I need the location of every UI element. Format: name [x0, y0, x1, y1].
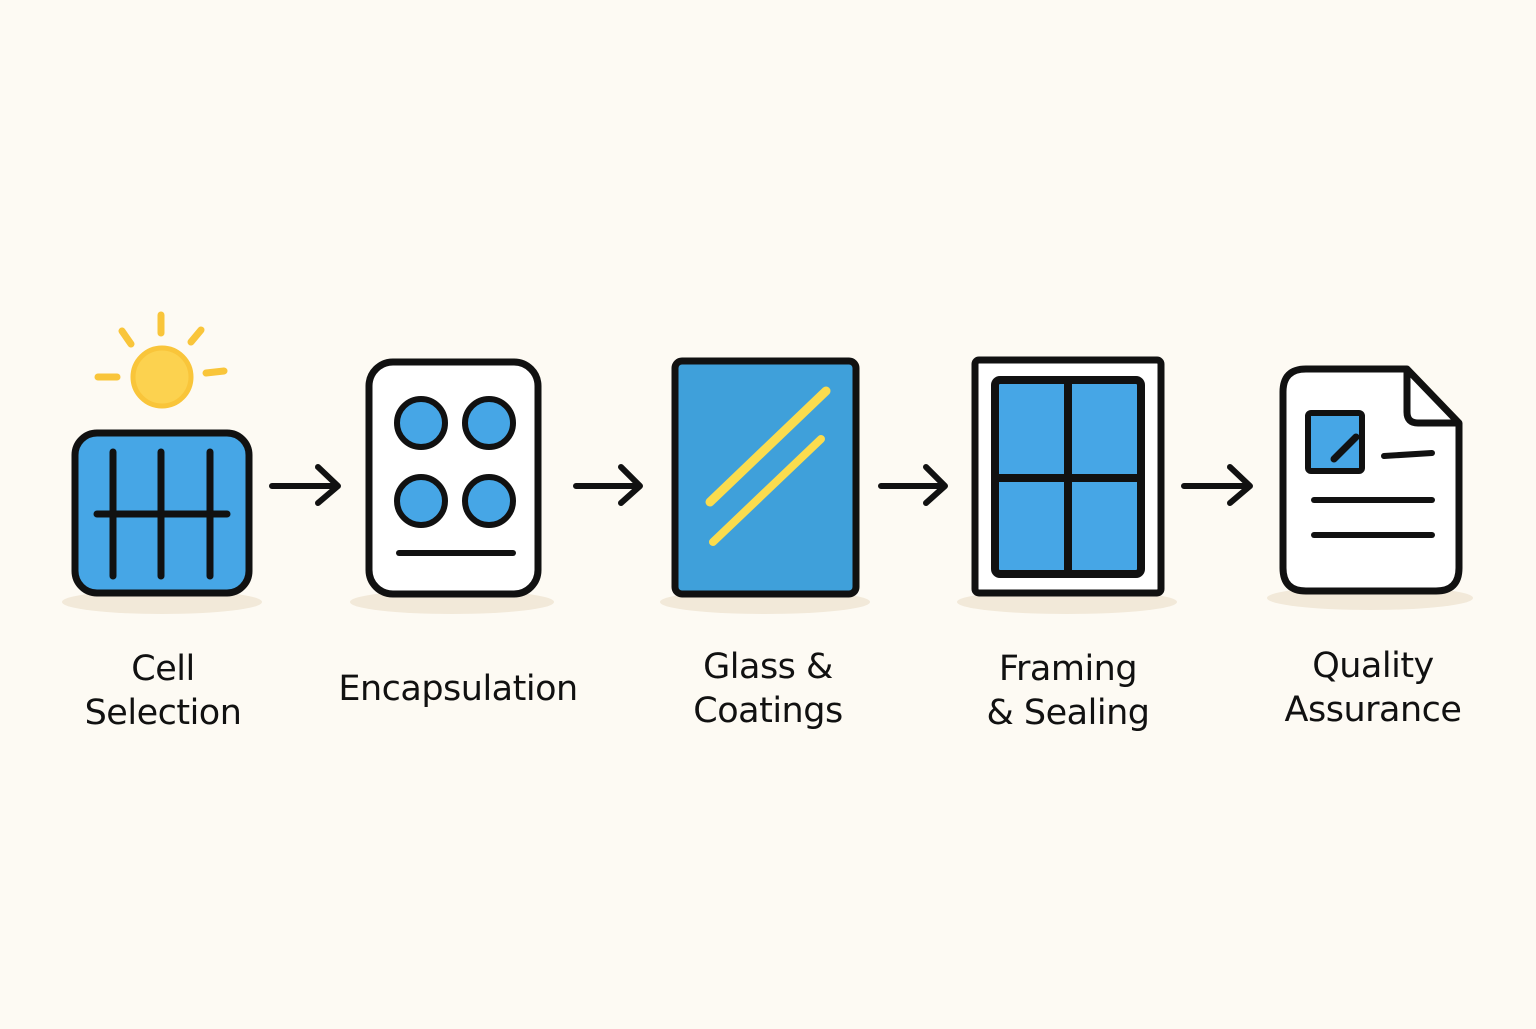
- step-label-quality-assurance: Quality Assurance: [1223, 644, 1523, 732]
- step-label-encapsulation: Encapsulation: [308, 667, 608, 711]
- step-label-line: Cell: [131, 649, 195, 689]
- inspection-document-icon: [1279, 365, 1463, 595]
- encapsulation-sheet-icon: [365, 358, 542, 598]
- step-label-glass-coatings: Glass & Coatings: [618, 645, 918, 733]
- step-label-line: Encapsulation: [338, 669, 578, 709]
- arrow-right-icon: [573, 464, 643, 506]
- glass-pane-icon: [671, 357, 860, 598]
- step-label-line: Selection: [84, 693, 242, 733]
- sun-icon: [94, 311, 228, 409]
- step-label-line: Quality: [1312, 646, 1434, 686]
- step-label-cell-selection: Cell Selection: [13, 647, 313, 735]
- step-label-line: Assurance: [1284, 690, 1462, 730]
- arrow-right-icon: [878, 464, 948, 506]
- solar-cell-icon: [71, 311, 253, 597]
- arrow-right-icon: [269, 464, 341, 506]
- step-label-line: Coatings: [693, 691, 843, 731]
- step-label-line: & Sealing: [986, 693, 1150, 733]
- arrow-right-icon: [1181, 464, 1253, 506]
- step-label-line: Framing: [998, 649, 1138, 689]
- step-label-framing-sealing: Framing & Sealing: [918, 647, 1218, 735]
- step-label-line: Glass &: [703, 647, 833, 687]
- framed-panel-icon: [971, 356, 1165, 597]
